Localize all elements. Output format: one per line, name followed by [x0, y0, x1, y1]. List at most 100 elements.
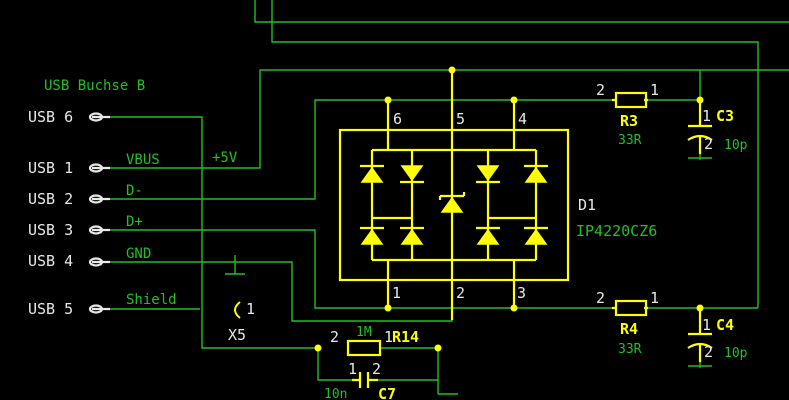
pin-contact: [88, 163, 104, 173]
junction-dot: [314, 344, 322, 352]
d1-pin-number: 4: [518, 110, 527, 128]
r4-pin-right: 1: [650, 289, 659, 307]
x5-component: 1 X5: [228, 300, 255, 344]
d1-outline: [338, 128, 570, 282]
junction-dot: [696, 304, 704, 312]
r4-name: R4: [620, 320, 638, 338]
wire-dplus: [110, 229, 612, 309]
junction-dot: [384, 96, 392, 104]
x5-pin-label: 1: [246, 300, 255, 318]
connector-title: USB Buchse B: [44, 78, 145, 94]
d1-pin-number: 3: [517, 284, 526, 302]
wire-vbus: [110, 69, 789, 169]
wire-dminus: [110, 99, 612, 200]
c4-name: C4: [716, 316, 734, 334]
signal-label: GND: [126, 246, 151, 262]
r4-pin-left: 2: [596, 289, 605, 307]
diode-icon: [476, 228, 500, 245]
d1-columns: [370, 150, 538, 260]
usb-pin-label: USB 4: [28, 252, 73, 270]
r14-body: [346, 339, 382, 357]
d1-pin-number: 1: [392, 284, 401, 302]
d1-bottom-leads: [386, 260, 516, 320]
r4-value: 33R: [618, 342, 642, 357]
c7-component: 1 2 10n C7: [324, 360, 396, 400]
diode-icon: [360, 166, 384, 183]
diode-icon: [524, 228, 548, 245]
r14-pin-left: 2: [330, 328, 339, 346]
wire-r3-c3: [648, 99, 701, 124]
c4-pin-top: 1: [702, 316, 711, 334]
usb-pin-label: USB 1: [28, 159, 73, 177]
d1-pin-number: 6: [393, 110, 402, 128]
pin-contact: [88, 194, 104, 204]
c3-component: 1 C3 2 10p: [687, 96, 748, 159]
c4-component: 1 C4 2 10p: [687, 304, 748, 367]
c7-value: 10n: [324, 387, 347, 400]
r14-pin-right: 1: [384, 328, 393, 346]
r4-body: [614, 299, 648, 317]
junction-dot: [434, 344, 442, 352]
usb-pin-6: USB 6: [28, 108, 110, 126]
wire-usb6: [110, 116, 318, 349]
zener-bar: [438, 192, 466, 200]
wire-top-1: [254, 0, 789, 23]
d1-component: 6 5 4 1 2 3 D1 IP4220CZ6: [338, 66, 657, 320]
junction-dot: [696, 96, 704, 104]
r3-pin-right: 1: [650, 81, 659, 99]
usb-pin-5: USB 5 Shield: [28, 292, 177, 318]
d1-buses: [372, 148, 536, 262]
d1-top-leads: [386, 70, 516, 150]
junction-dot: [510, 96, 518, 104]
d1-pin-number: 2: [456, 284, 465, 302]
net-label-plus5v: +5V: [212, 150, 238, 166]
gnd-symbol-x5: [225, 255, 245, 275]
c3-name: C3: [716, 107, 734, 125]
signal-label: D-: [126, 183, 143, 199]
r3-name: R3: [620, 112, 638, 130]
pin-contact: [88, 304, 104, 314]
usb-connector: USB Buchse B USB 6 USB 1 VBUS USB 2 D- U…: [28, 78, 177, 318]
c7-plates: [358, 372, 370, 388]
diode-icon: [524, 166, 548, 183]
c3-pin-bottom: 2: [704, 135, 713, 153]
usb-pin-3: USB 3 D+: [28, 214, 143, 239]
r3-pin-left: 2: [596, 81, 605, 99]
pin-contact: [88, 257, 104, 267]
zener-diode-icon: [440, 196, 464, 213]
d1-pin-number: 5: [456, 110, 465, 128]
signal-label: VBUS: [126, 152, 160, 168]
r14-component: 2 1 1M R14: [314, 325, 442, 357]
c4-value: 10p: [724, 346, 748, 361]
junction-dot: [384, 304, 392, 312]
usb-pin-4: USB 4 GND: [28, 246, 151, 270]
junction-dot: [448, 66, 456, 74]
usb-pin-label: USB 6: [28, 108, 73, 126]
pin-contact: [88, 225, 104, 235]
signal-label: D+: [126, 214, 143, 230]
wire-top-2: [271, 0, 759, 308]
r3-component: 2 1 R3 33R: [596, 81, 659, 148]
diode-icon: [476, 165, 500, 182]
junction-dot: [510, 304, 518, 312]
r14-name: R14: [392, 328, 419, 346]
signal-label: Shield: [126, 292, 177, 308]
r4-component: 2 1 R4 33R: [596, 289, 659, 357]
usb-pin-1: USB 1 VBUS: [28, 152, 160, 177]
diode-icon: [360, 228, 384, 245]
usb-pin-2: USB 2 D-: [28, 183, 143, 208]
r3-body: [614, 91, 648, 109]
r14-value: 1M: [356, 325, 372, 340]
c7-pin-left: 1: [348, 360, 357, 378]
c7-pin-right: 2: [372, 360, 381, 378]
c7-name: C7: [378, 385, 396, 400]
usb-pin-label: USB 3: [28, 221, 73, 239]
c4-pin-bottom: 2: [704, 343, 713, 361]
wire-rc-left: [317, 348, 352, 381]
pin-contact: [88, 112, 104, 122]
usb-pin-label: USB 2: [28, 190, 73, 208]
x5-name: X5: [228, 326, 246, 344]
d1-name: D1: [578, 196, 596, 214]
diode-icon: [400, 165, 424, 182]
